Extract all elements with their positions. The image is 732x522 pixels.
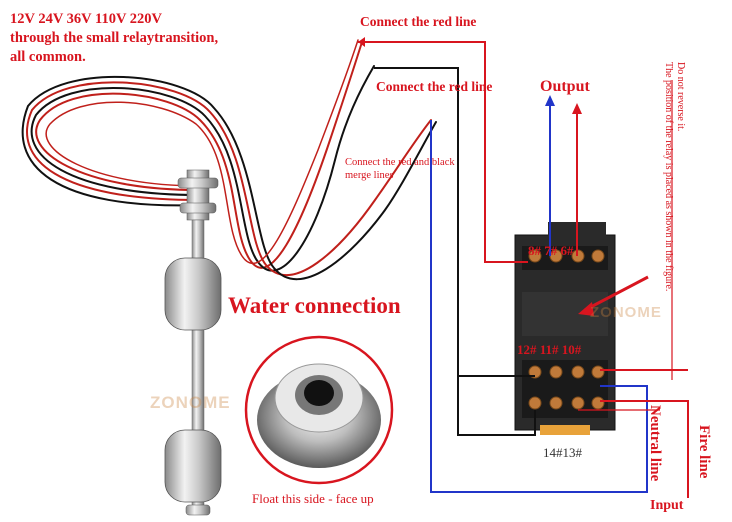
- water-connection-label: Water connection: [228, 293, 401, 318]
- float-face-label: Float this side - face up: [252, 491, 374, 506]
- black-wire-pin12: [374, 67, 535, 377]
- fire-line-label: Fire line: [696, 425, 712, 479]
- neutral-line-label: Neutral line: [647, 405, 663, 482]
- terminal-screws: [528, 249, 605, 410]
- relay-orientation-notice: Do not reverse it. The position of the r…: [663, 62, 686, 292]
- pin-label-middle: 12# 11# 10#: [517, 342, 582, 357]
- red-fire-line-2: [600, 400, 689, 498]
- pin-label-top: 8# 7# 6#: [528, 243, 574, 258]
- input-label: Input: [650, 498, 684, 513]
- blue-wire-input: [430, 120, 648, 493]
- output-label: Output: [540, 78, 590, 95]
- arrows: [358, 37, 649, 316]
- watermark-right: ZONOME: [590, 304, 662, 321]
- float-closeup: [244, 335, 394, 485]
- merge-lines-label: Connect the red and black merge lines: [345, 157, 455, 181]
- relay-socket: [514, 222, 616, 435]
- voltage-specs-text: 12V 24V 36V 110V 220V through the small …: [10, 11, 219, 65]
- red-wire-pin8: [358, 41, 528, 263]
- sensor-cable: [21, 39, 437, 281]
- pin-label-bottom: 14#13#: [543, 445, 582, 460]
- connect-red-line-label-1: Connect the red line: [360, 14, 477, 29]
- connect-red-line-label-2: Connect the red line: [376, 79, 493, 94]
- wires: [358, 41, 689, 498]
- watermark-left: ZONOME: [150, 393, 231, 412]
- float-switch: [164, 169, 222, 516]
- black-wire-bottom: [457, 376, 536, 436]
